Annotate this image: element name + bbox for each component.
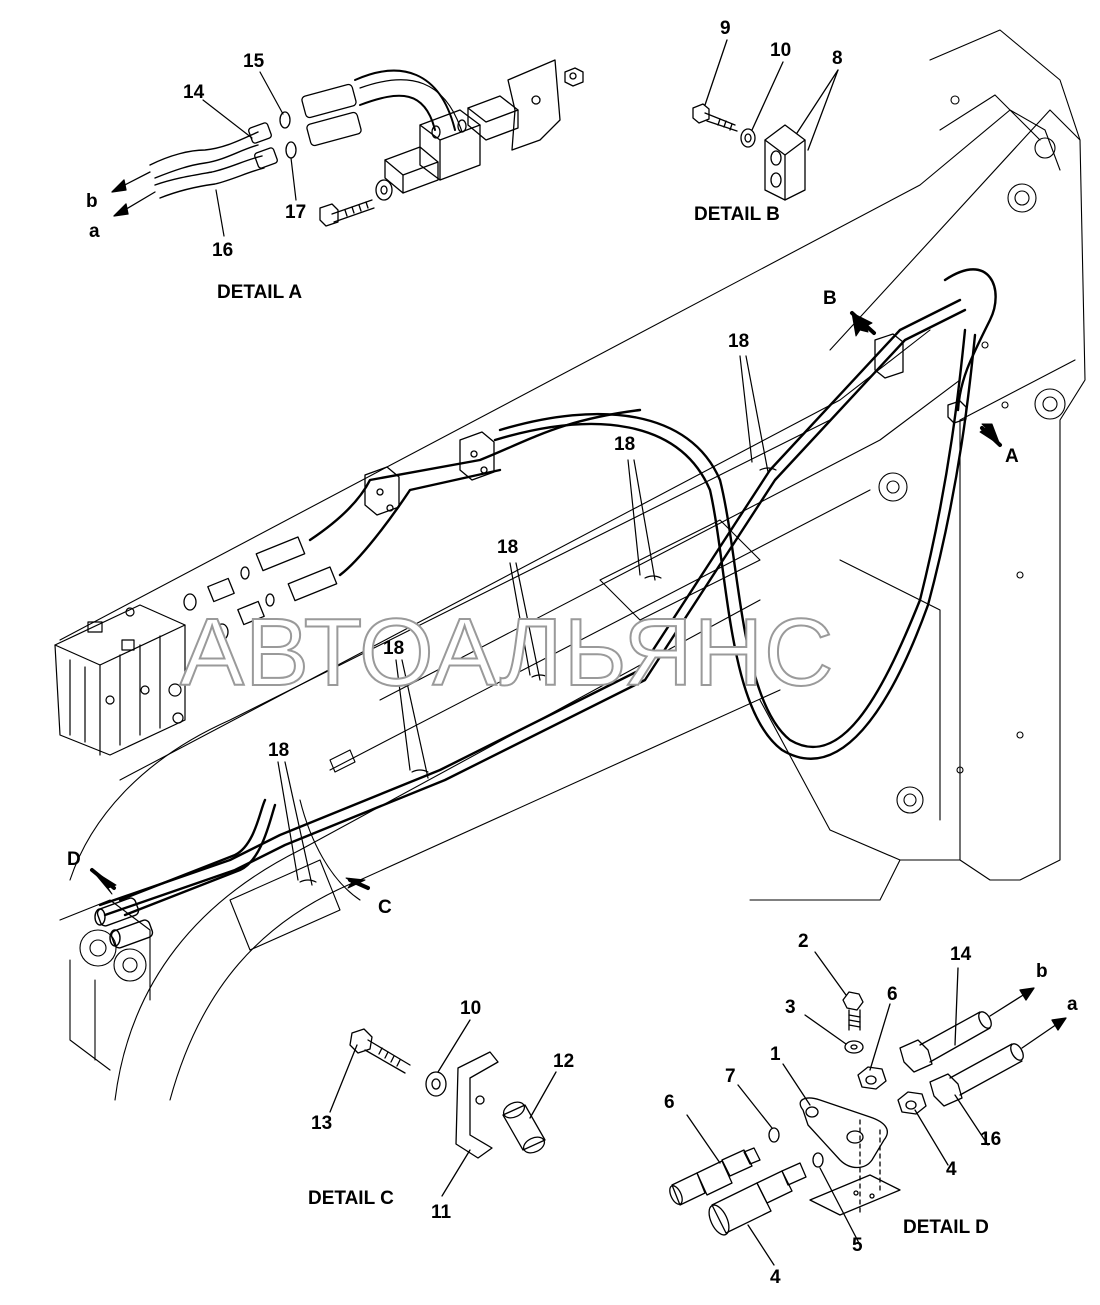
callout-6-nut: 6 — [887, 984, 898, 1005]
callout-3: 3 — [785, 997, 796, 1018]
callout-4-nut: 4 — [946, 1159, 957, 1180]
watermark-text: АВТОАЛЬЯНС — [179, 598, 835, 707]
callout-18: 18 — [383, 638, 405, 659]
valve-couplers — [183, 536, 338, 641]
d-couplers — [94, 897, 154, 949]
detail-b-drawing — [692, 39, 839, 201]
callout-2: 2 — [798, 931, 809, 952]
callout-5: 5 — [852, 1235, 863, 1256]
callout-1: 1 — [770, 1044, 781, 1065]
hose-clamps — [364, 333, 967, 516]
callout-9: 9 — [720, 18, 731, 39]
view-arrows — [90, 311, 1002, 895]
view-marker-c: C — [378, 897, 392, 918]
callout-b-port: b — [86, 191, 98, 212]
callout-18: 18 — [497, 537, 519, 558]
callout-14: 14 — [183, 82, 205, 103]
callout-13: 13 — [311, 1113, 333, 1134]
view-marker-d: D — [67, 849, 81, 870]
boom-structure — [59, 29, 1086, 1101]
control-valve — [54, 604, 186, 756]
callout-12: 12 — [553, 1051, 575, 1072]
callout-10-detail-b: 10 — [770, 40, 792, 61]
detail-a-leaders — [202, 71, 297, 237]
callout-4-coupler: 4 — [770, 1267, 781, 1288]
callout-15: 15 — [243, 51, 265, 72]
detail-b-title: DETAIL B — [694, 204, 780, 225]
callout-16-detail-d: 16 — [980, 1129, 1002, 1150]
detail-a-title: DETAIL A — [217, 282, 303, 303]
callout-18: 18 — [728, 331, 750, 352]
callout-7: 7 — [725, 1066, 736, 1087]
callout-16: 16 — [212, 240, 234, 261]
view-marker-b: B — [823, 288, 837, 309]
detail-c-drawing — [329, 1019, 557, 1197]
hose-lines — [98, 268, 997, 917]
callout-a-port-d: a — [1067, 994, 1078, 1015]
callout-18: 18 — [614, 434, 636, 455]
callout-11: 11 — [431, 1202, 452, 1223]
callout-17: 17 — [285, 202, 307, 223]
callout-18: 18 — [268, 740, 290, 761]
detail-d-drawing — [669, 951, 1067, 1266]
callout-6-coupler: 6 — [664, 1092, 675, 1113]
callout-a-port: a — [89, 221, 100, 242]
callout-b-port-d: b — [1036, 961, 1048, 982]
detail-a-drawing — [111, 59, 584, 227]
detail-d-title: DETAIL D — [903, 1217, 989, 1238]
detail-c-title: DETAIL C — [308, 1188, 394, 1209]
view-marker-a: A — [1005, 446, 1019, 467]
callout-18-leaders — [277, 355, 777, 886]
callout-14-detail-d: 14 — [950, 944, 972, 965]
callout-10-detail-c: 10 — [460, 998, 482, 1019]
callout-8: 8 — [832, 48, 843, 69]
